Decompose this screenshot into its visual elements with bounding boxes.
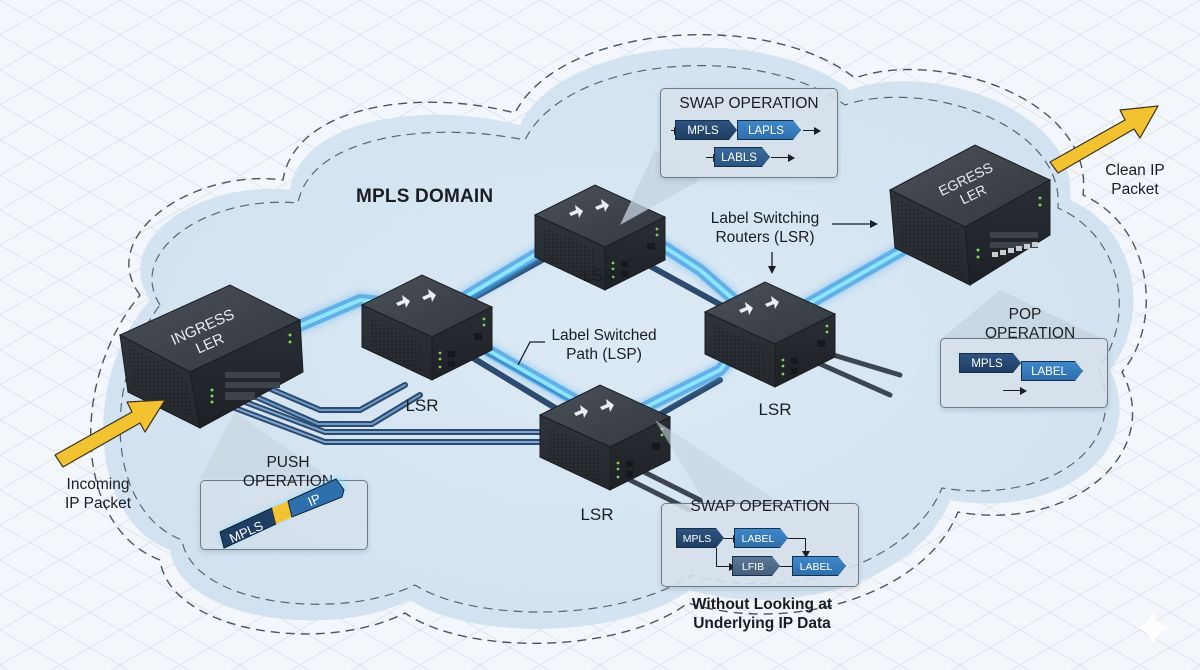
push-packet-graphic: MPLS IP: [218, 476, 346, 549]
egress-ler-device[interactable]: EGRESS LER: [888, 144, 1052, 286]
swap-bottom-lfib-lead: [716, 548, 718, 566]
routing-arrows-icon: [396, 289, 436, 308]
push-tag-ip: IP: [306, 491, 323, 510]
lsr-bottom-label: LSR: [580, 505, 614, 524]
pop-tag-mpls: MPLS: [959, 353, 1021, 373]
swap-bottom-connector-1: [724, 533, 740, 545]
lsp-note-line1: Label Switched: [551, 327, 657, 344]
swap-bottom-tag-lfib: LFIB: [732, 556, 780, 576]
swap-bottom-pointer: [655, 420, 780, 503]
swap-top-arrow-2: [771, 152, 795, 164]
incoming-line1: Incoming: [66, 476, 130, 493]
swap-top-title: SWAP OPERATION: [679, 95, 819, 112]
status-led-icon: [616, 427, 664, 479]
swap-bottom-connector-3: [780, 566, 792, 568]
push-title-line1: PUSH: [266, 454, 310, 471]
lsr-note-line1: Label Switching: [710, 210, 820, 227]
ingress-ler-device[interactable]: INGRESS LER: [118, 284, 304, 429]
swap-bottom-title: SWAP OPERATION: [690, 498, 830, 515]
mpls-domain-title: MPLS DOMAIN: [356, 186, 494, 207]
sparkle-icon: [1136, 611, 1170, 645]
incoming-line2: IP Packet: [64, 494, 132, 512]
cloud-dashed-inner: [119, 65, 1120, 613]
outgoing-packet-arrow-icon: [1049, 105, 1159, 174]
swap-top-arrow-1: [803, 125, 821, 137]
lsp-leader-line: [517, 341, 545, 366]
lsr-note-label: Label Switching Routers (LSR): [700, 210, 830, 247]
clean-line1: Clean IP: [1105, 162, 1165, 179]
swap-bottom-down-arrow: [800, 538, 812, 558]
port-icon: [621, 243, 655, 277]
routing-arrows-icon: [739, 296, 779, 315]
incoming-packet-label: Incoming IP Packet: [48, 476, 148, 513]
routing-arrows-icon: [569, 199, 609, 218]
lsr-top-device[interactable]: [533, 184, 667, 291]
status-led-icon: [611, 227, 659, 279]
pop-tag-label: LABEL: [1021, 361, 1083, 381]
clean-line2: Packet: [1111, 180, 1159, 198]
swap-top-tag-labls: LABLS: [714, 147, 770, 167]
status-led-icon: [438, 317, 486, 369]
swap-top-lead-line: [671, 125, 681, 137]
status-led-icon: [781, 324, 829, 376]
swap-bottom-connector-2: [788, 538, 806, 540]
swap-bottom-lfib-arrow: [716, 561, 736, 573]
lsp-note-label: Label Switched Path (LSP): [543, 327, 665, 364]
routing-arrows-icon: [574, 399, 614, 418]
incoming-packet-arrow-icon: [54, 399, 166, 468]
footer-note-label: Without Looking at Underlying IP Data: [672, 596, 852, 633]
swap-top-lead-line-2: [706, 152, 720, 164]
lsr-left-label: LSR: [405, 396, 439, 415]
footer-line2: Underlying IP Data: [693, 614, 831, 632]
lsr-note-arrow-right: [832, 220, 878, 228]
swap-top-tag-mpls: MPLS: [675, 120, 737, 140]
pop-title-line2: OPERATION: [985, 324, 1076, 342]
lsr-right-label: LSR: [758, 400, 792, 419]
footer-line1: Without Looking at: [691, 596, 833, 613]
port-icon: [791, 340, 825, 374]
swap-operation-bottom-box: SWAP OPERATION MPLS LABEL LFIB LABEL: [661, 498, 859, 587]
port-icon: [448, 333, 482, 367]
lsr-note-line2: Routers (LSR): [715, 228, 815, 246]
swap-bottom-tag-label-2: LABEL: [792, 556, 846, 576]
push-title: PUSH OPERATION: [238, 454, 338, 491]
swap-bottom-tag-mpls: MPLS: [676, 528, 724, 548]
swap-top-tag-lapls: LAPLS: [737, 120, 801, 140]
lsr-left-device[interactable]: [360, 274, 494, 381]
lsr-top-label: LSR: [582, 266, 616, 285]
pop-title: POP OPERATION: [985, 306, 1076, 343]
port-icon: [626, 443, 660, 477]
swap-bottom-tag-label-1: LABEL: [734, 528, 788, 548]
lsr-bottom-device[interactable]: [538, 384, 672, 491]
push-pointer: [200, 412, 330, 478]
push-title-line2: OPERATION: [242, 472, 334, 490]
clean-packet-label: Clean IP Packet: [1090, 162, 1180, 199]
pop-operation-box: MPLS LABEL: [940, 338, 1108, 408]
lsr-right-device[interactable]: [703, 281, 837, 388]
pop-title-line1: POP: [1008, 306, 1042, 323]
pop-pointer: [940, 290, 1105, 340]
lsr-note-arrow-down: [768, 252, 776, 274]
lsp-note-line2: Path (LSP): [566, 345, 642, 363]
swap-operation-top-box: SWAP OPERATION MPLS LAPLS LABLS: [660, 88, 838, 178]
pop-arrow: [1003, 385, 1027, 397]
cloud-dashed-outer: [90, 33, 1147, 644]
